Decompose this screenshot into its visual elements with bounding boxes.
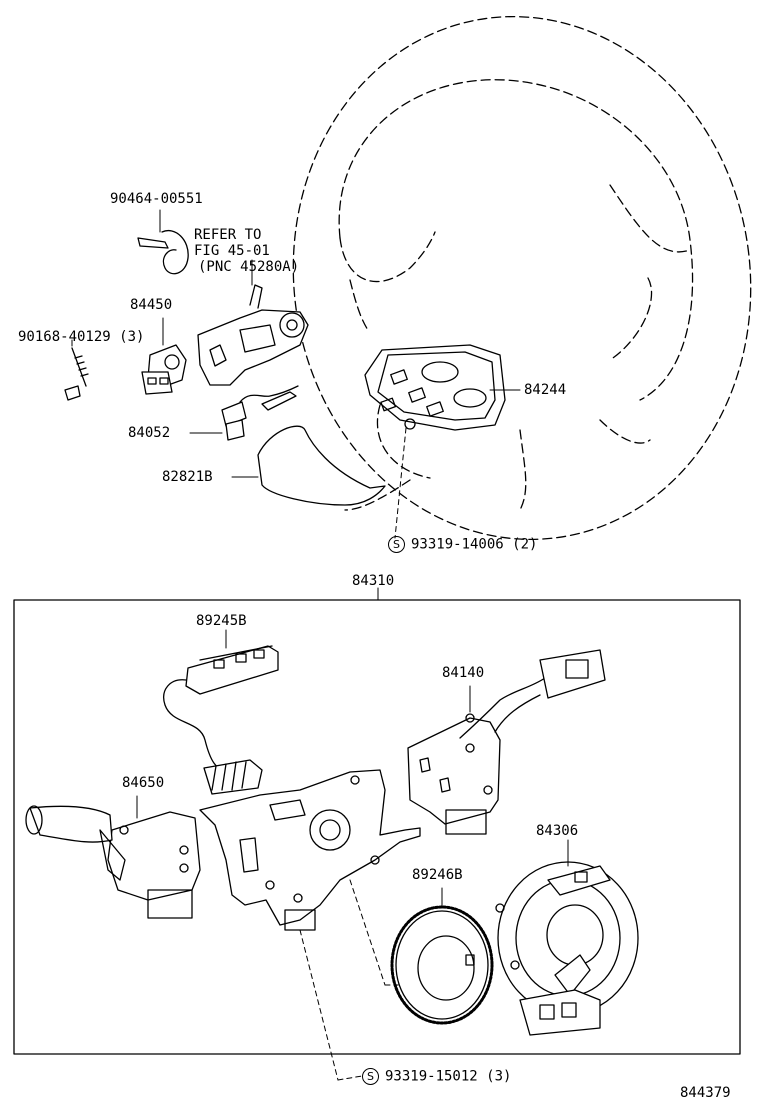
screw-90168 [65, 340, 88, 400]
label-84306: 84306 [536, 823, 579, 839]
label-93319-15012-text: 93319-15012 (3) [385, 1068, 512, 1085]
label-84450: 84450 [130, 297, 173, 313]
switch-assembly-box [14, 588, 740, 1054]
label-84310: 84310 [352, 573, 395, 589]
label-93319-14006-text: 93319-14006 (2) [411, 536, 538, 553]
spiral-cable-84306 [496, 840, 638, 1035]
steering-wheel-illustration [260, 0, 760, 569]
label-pnc-45280a: (PNC 45280A) [198, 259, 300, 275]
label-89245b: 89245B [196, 613, 247, 629]
label-90168-40129: 90168-40129 (3) [18, 329, 145, 345]
s-circle-marker-2: S [362, 1068, 379, 1085]
screw-lead-lines [300, 880, 398, 1080]
label-84052: 84052 [128, 425, 171, 441]
label-90464-00551: 90464-00551 [110, 191, 203, 207]
label-93319-15012: S 93319-15012 (3) [362, 1068, 511, 1085]
diagram-id: 844379 [680, 1085, 731, 1101]
turn-signal-switch-84650 [26, 796, 200, 918]
sensor-ring-89246b [392, 888, 492, 1023]
label-89246b: 89246B [412, 867, 463, 883]
s-circle-marker: S [388, 536, 405, 553]
label-refer-to: REFER TO [194, 227, 262, 243]
ignition-switch-84450 [142, 318, 186, 394]
column-bracket [198, 260, 308, 385]
label-84650: 84650 [122, 775, 165, 791]
steering-switch-84244 [365, 345, 520, 538]
central-bracket [200, 770, 420, 930]
wiper-switch-84140 [408, 650, 605, 834]
label-93319-14006: S 93319-14006 (2) [388, 536, 537, 553]
warning-switch-84052 [190, 386, 298, 440]
label-82821b: 82821B [162, 469, 213, 485]
label-84244: 84244 [524, 382, 567, 398]
column-cover-82821b [232, 426, 385, 505]
connector-89245b [164, 630, 278, 794]
label-fig-45-01: FIG 45-01 [194, 243, 270, 259]
clamp-90464 [138, 210, 188, 274]
label-84140: 84140 [442, 665, 485, 681]
